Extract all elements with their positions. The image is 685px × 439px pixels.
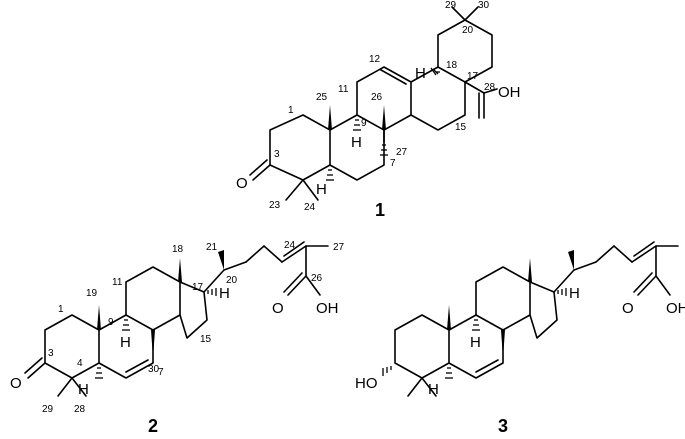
compound-2-acid-oh-label: OH <box>316 300 339 317</box>
compound-1-locant-15: 15 <box>455 122 467 133</box>
compound-1-locant-26: 26 <box>371 92 383 103</box>
compound-1-locant-29: 29 <box>445 0 457 11</box>
compound-2-locant-29: 29 <box>42 404 54 415</box>
compound-1-locant-12: 12 <box>369 54 381 65</box>
compound-3-acid-o-label: O <box>622 300 634 317</box>
compound-1-locant-18: 18 <box>446 60 458 71</box>
compound-2-id: 2 <box>148 416 158 436</box>
compound-3-structure: HO O OH H H H 3 <box>355 241 685 436</box>
compound-2-locant-18: 18 <box>172 244 184 255</box>
compound-2-locant-30: 30 <box>148 364 160 375</box>
compound-2-locant-20: 20 <box>226 275 238 286</box>
compound-1-locant-17: 17 <box>467 71 479 82</box>
compound-1-locant-11: 11 <box>338 84 349 95</box>
compound-2-locant-26: 26 <box>311 273 323 284</box>
compound-2-structure: O O OH H H H 1 3 4 7 9 11 15 17 18 19 20… <box>10 240 345 436</box>
compound-2-h17-label: H <box>219 285 230 302</box>
compound-2-h9-label: H <box>120 334 131 351</box>
compound-3-h5-label: H <box>428 381 439 398</box>
compound-1-locant-7: 7 <box>390 158 396 169</box>
compound-1-locant-23: 23 <box>269 200 281 211</box>
compound-2-oxo-label: O <box>10 375 22 392</box>
compound-1-locant-30: 30 <box>478 0 490 11</box>
compound-3-acid-oh-label: OH <box>666 300 685 317</box>
compound-1-locant-20: 20 <box>462 25 474 36</box>
compound-1-structure: O OH H H H 1 3 7 9 11 12 15 17 18 20 23 … <box>236 0 521 220</box>
compound-3-h17-label: H <box>569 285 580 302</box>
compound-2-locant-7: 7 <box>158 367 164 378</box>
compound-2-locant-19: 19 <box>86 288 98 299</box>
compound-3-h9-label: H <box>470 334 481 351</box>
compound-2-locant-27: 27 <box>333 242 345 253</box>
compound-3-hydroxy-label: HO <box>355 375 378 392</box>
compound-2-locant-24: 24 <box>284 240 296 251</box>
compound-1-id: 1 <box>375 200 385 220</box>
compound-2-locant-21: 21 <box>206 242 218 253</box>
compound-1-locant-25: 25 <box>316 92 328 103</box>
compound-2-locant-28: 28 <box>74 404 86 415</box>
compound-2-h5-label: H <box>78 381 89 398</box>
compound-2-locant-9: 9 <box>108 317 114 328</box>
compound-2-locant-3: 3 <box>48 348 54 359</box>
compound-1-locant-24: 24 <box>304 202 316 213</box>
compound-2-acid-o-label: O <box>272 300 284 317</box>
compound-1-locant-3: 3 <box>274 149 280 160</box>
compound-2-locant-1: 1 <box>58 304 64 315</box>
compound-1-locant-9: 9 <box>361 118 367 129</box>
compound-2-locant-11: 11 <box>112 277 123 288</box>
compound-1-oxo-label: O <box>236 175 248 192</box>
compound-1-h18-label: H <box>415 65 426 82</box>
compound-1-acid-oh-label: OH <box>498 84 521 101</box>
compound-1-locant-1: 1 <box>288 105 294 116</box>
compound-3-id: 3 <box>498 416 508 436</box>
compound-1-locant-28: 28 <box>484 82 496 93</box>
compound-1-h9-label: H <box>351 134 362 151</box>
compound-2-locant-17: 17 <box>192 282 204 293</box>
compound-1-h5-label: H <box>316 181 327 198</box>
compound-2-locant-4: 4 <box>77 358 83 369</box>
compound-1-locant-27: 27 <box>396 147 408 158</box>
compound-2-locant-15: 15 <box>200 334 212 345</box>
